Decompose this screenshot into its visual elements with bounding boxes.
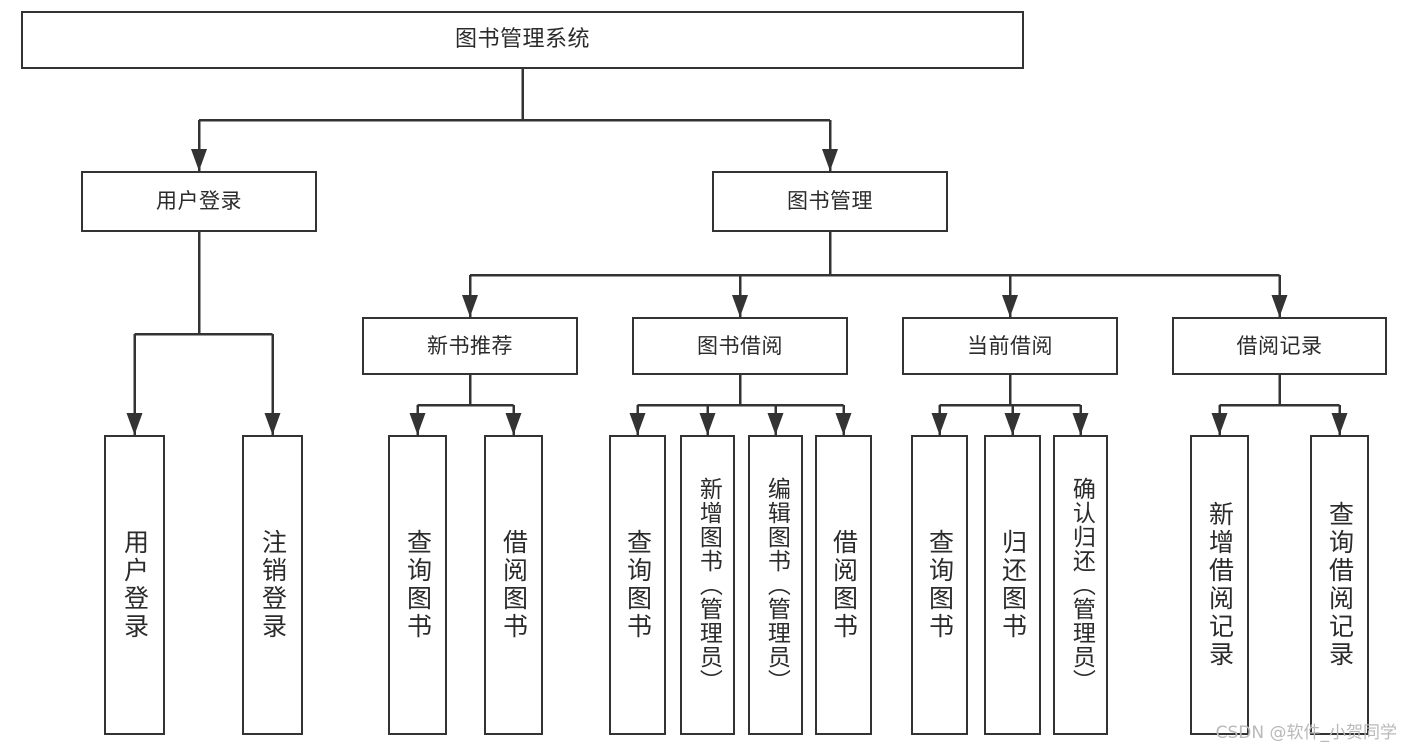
node-label: 编辑图书（管理员） [763,477,790,693]
node-label: 查询图书 [623,529,653,641]
node-label: 确认归还（管理员） [1068,477,1095,693]
node-l-q1[interactable]: 查询图书 [388,435,447,735]
node-l-qrec[interactable]: 查询借阅记录 [1310,435,1369,735]
node-label: 用户登录 [120,529,150,641]
node-label: 注销登录 [258,529,288,641]
node-l-return[interactable]: 归还图书 [984,435,1041,735]
node-label: 借阅图书 [829,529,859,641]
node-l-b2[interactable]: 借阅图书 [815,435,872,735]
node-login[interactable]: 用户登录 [81,171,317,232]
node-label: 归还图书 [998,529,1028,641]
node-l-q3[interactable]: 查询图书 [911,435,968,735]
node-l-login[interactable]: 用户登录 [104,435,165,735]
node-bookmgmt[interactable]: 图书管理 [712,171,948,232]
node-current[interactable]: 当前借阅 [902,317,1118,375]
node-records[interactable]: 借阅记录 [1172,317,1387,375]
node-label: 新增借阅记录 [1205,501,1235,669]
node-label: 新书推荐 [427,333,513,358]
node-label: 借阅图书 [499,529,529,641]
node-root[interactable]: 图书管理系统 [21,11,1024,69]
node-label: 查询图书 [925,529,955,641]
node-label: 查询图书 [403,529,433,641]
node-newrec[interactable]: 新书推荐 [362,317,578,375]
node-label: 查询借阅记录 [1325,501,1355,669]
node-l-addrec[interactable]: 新增借阅记录 [1190,435,1249,735]
node-label: 图书管理 [787,189,873,214]
node-l-confirm[interactable]: 确认归还（管理员） [1053,435,1108,735]
node-label: 图书借阅 [697,333,783,358]
node-l-q2[interactable]: 查询图书 [609,435,666,735]
node-l-edit[interactable]: 编辑图书（管理员） [748,435,803,735]
node-borrow[interactable]: 图书借阅 [632,317,848,375]
node-l-add[interactable]: 新增图书（管理员） [680,435,735,735]
node-l-logout[interactable]: 注销登录 [242,435,303,735]
node-label: 用户登录 [156,189,242,214]
node-label: 借阅记录 [1236,333,1323,358]
node-l-b1[interactable]: 借阅图书 [484,435,543,735]
node-label: 图书管理系统 [454,27,590,53]
node-label: 当前借阅 [967,333,1053,358]
node-label: 新增图书（管理员） [695,477,722,693]
watermark: CSDN @软件_小贺同学 [1215,723,1397,743]
